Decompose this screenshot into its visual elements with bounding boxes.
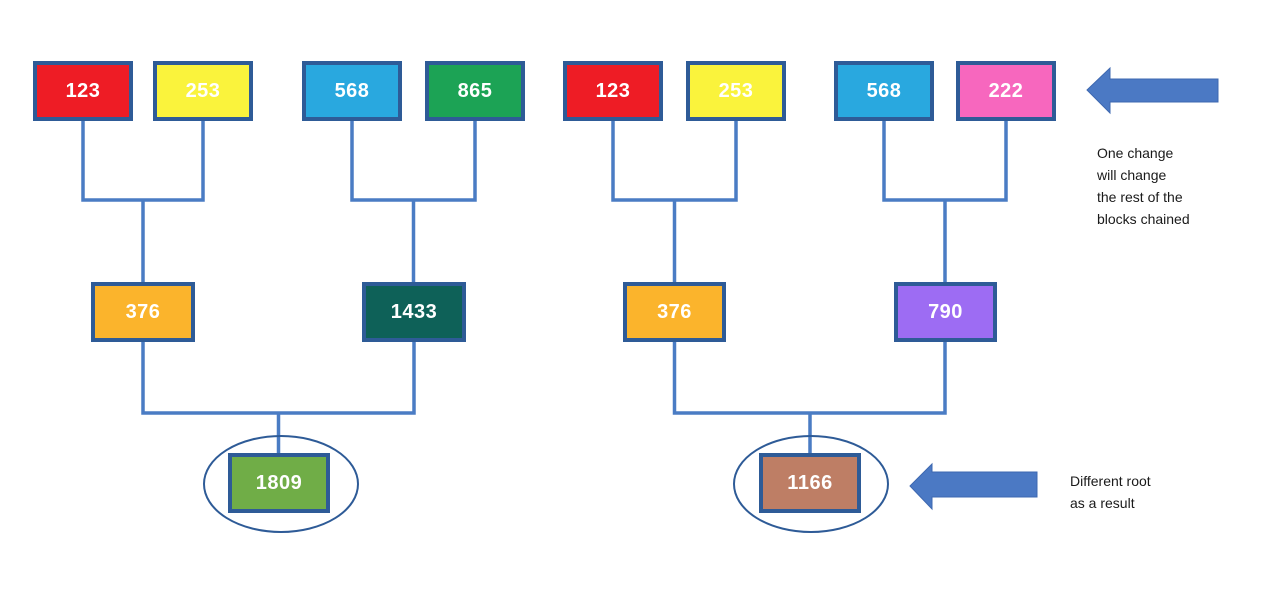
right-tree-pair1-connector [611,121,738,282]
annotation-line: will change [1097,167,1167,183]
left-tree-pair1-connector [81,121,205,282]
annotation-line: Different root [1070,473,1151,489]
annotation-line: blocks chained [1097,211,1190,227]
right-root-ellipse [733,435,889,533]
left-tree-root-connector [141,342,416,454]
right-tree-leaf-253: 253 [686,61,786,121]
left-tree-node-1433: 1433 [362,282,466,342]
annotation-line: as a result [1070,495,1135,511]
right-tree-leaf-568: 568 [834,61,934,121]
left-tree-leaf-865: 865 [425,61,525,121]
right-tree-node-790: 790 [894,282,997,342]
annotation-different-root: Different root as a result [1070,470,1151,514]
left-tree-pair2-connector [350,121,477,282]
right-tree-leaf-123: 123 [563,61,663,121]
right-tree-pair2-connector [882,121,1008,282]
annotation-one-change: One change will change the rest of the b… [1097,142,1190,230]
right-tree-node-376: 376 [623,282,726,342]
annotation-line: the rest of the [1097,189,1183,205]
left-tree-leaf-568: 568 [302,61,402,121]
left-tree-leaf-253: 253 [153,61,253,121]
left-tree-leaf-123: 123 [33,61,133,121]
left-arrow-icon-bottom [909,462,1038,511]
right-tree-root-1166: 1166 [759,453,861,513]
left-arrow-icon-top [1086,66,1219,115]
right-tree-root-connector [672,342,947,454]
annotation-line: One change [1097,145,1174,161]
left-tree-node-376: 376 [91,282,195,342]
left-tree-root-1809: 1809 [228,453,330,513]
right-tree-leaf-222: 222 [956,61,1056,121]
left-root-ellipse [203,435,359,533]
